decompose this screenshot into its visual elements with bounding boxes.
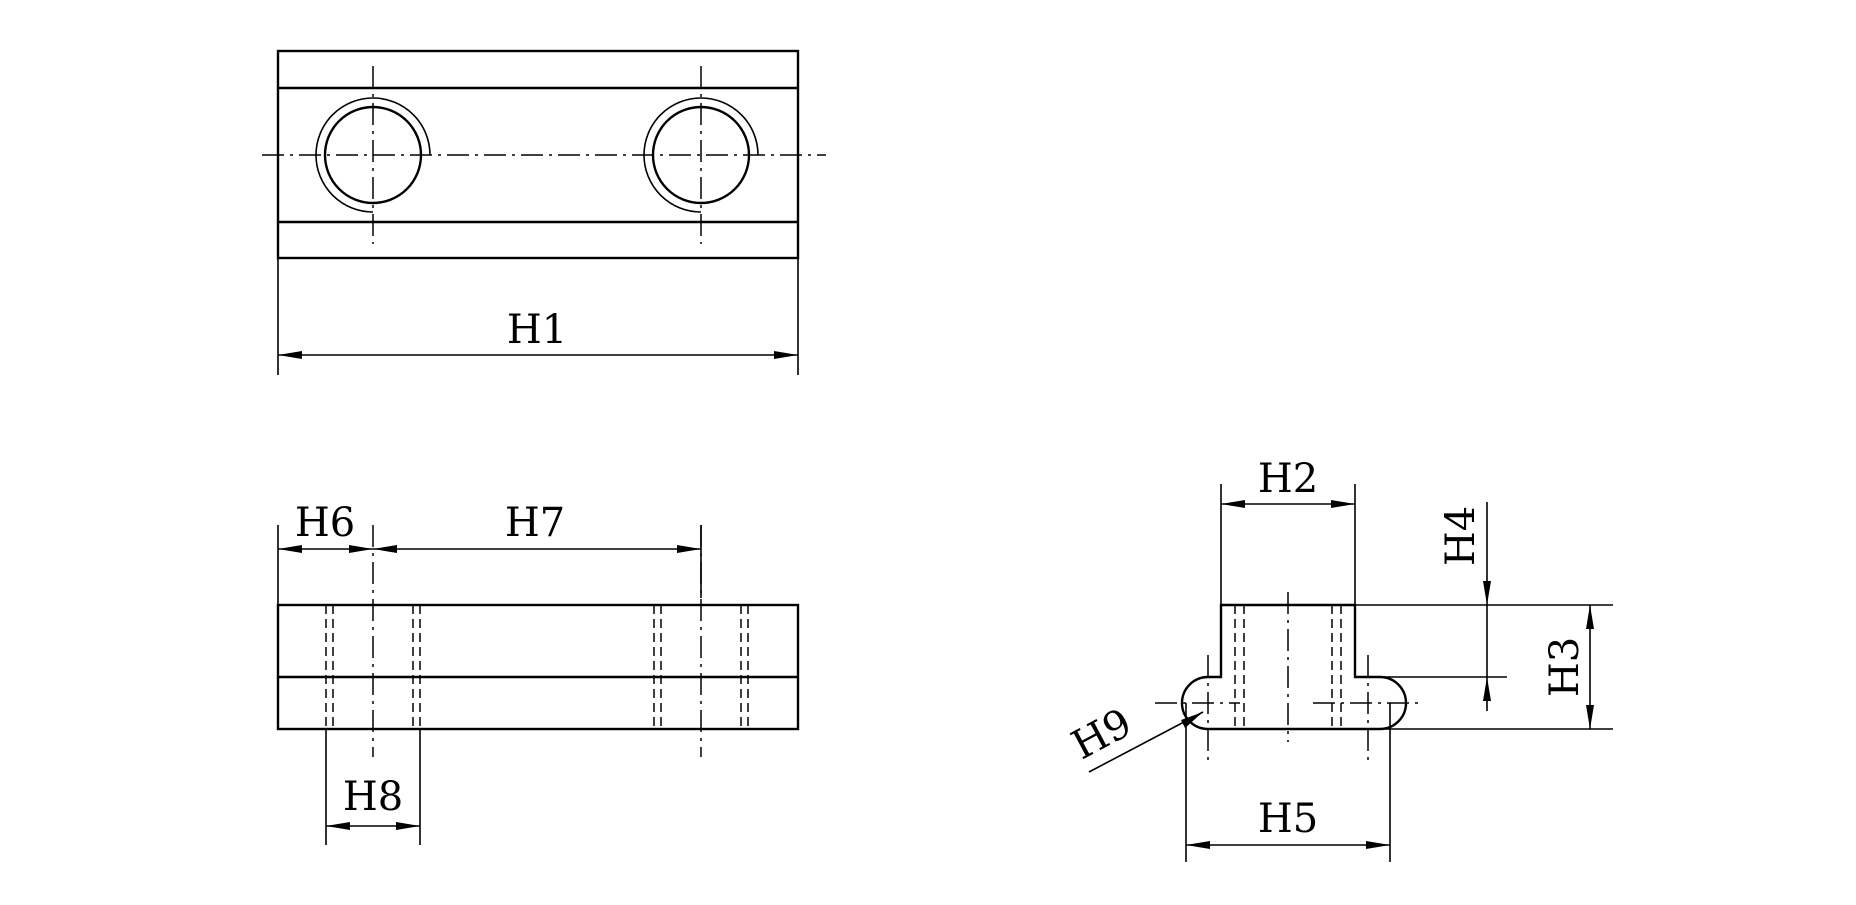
h9-arrow bbox=[1181, 712, 1203, 728]
h4-label: H4 bbox=[1438, 506, 1484, 566]
h7-arrow-left bbox=[373, 545, 397, 553]
h4-arrow-bottom bbox=[1483, 677, 1491, 701]
front-view: H6 H7 H8 bbox=[276, 500, 800, 845]
h6-arrow-right bbox=[349, 545, 373, 553]
h7-label: H7 bbox=[505, 500, 565, 546]
front-view-outline bbox=[276, 603, 800, 731]
h9-label: H9 bbox=[1064, 700, 1139, 769]
h8-arrow-left bbox=[326, 822, 350, 830]
h2-label: H2 bbox=[1258, 456, 1318, 502]
h4-arrow-top bbox=[1483, 581, 1491, 605]
h1-label: H1 bbox=[507, 307, 567, 353]
h1-arrow-left bbox=[278, 351, 302, 359]
h3-arrow-top bbox=[1586, 605, 1594, 629]
h6-label: H6 bbox=[295, 500, 355, 546]
side-view: H2 H4 H3 H5 H9 bbox=[1064, 456, 1613, 862]
h3-label: H3 bbox=[1542, 637, 1588, 697]
h6-arrow-left bbox=[278, 545, 302, 553]
side-view-outline bbox=[1180, 603, 1408, 731]
h5-label: H5 bbox=[1258, 796, 1318, 842]
h5-arrow-left bbox=[1186, 841, 1210, 849]
h7-arrow-right bbox=[677, 545, 701, 553]
h8-label: H8 bbox=[343, 774, 403, 820]
left-counterbore-arc bbox=[315, 97, 431, 213]
h8-arrow-right bbox=[396, 822, 420, 830]
top-view: H1 bbox=[262, 49, 826, 375]
h3-arrow-bottom bbox=[1586, 705, 1594, 729]
h2-arrow-left bbox=[1221, 500, 1245, 508]
h2-arrow-right bbox=[1331, 500, 1355, 508]
h1-arrow-right bbox=[774, 351, 798, 359]
right-counterbore-arc bbox=[643, 97, 759, 213]
h5-arrow-right bbox=[1366, 841, 1390, 849]
